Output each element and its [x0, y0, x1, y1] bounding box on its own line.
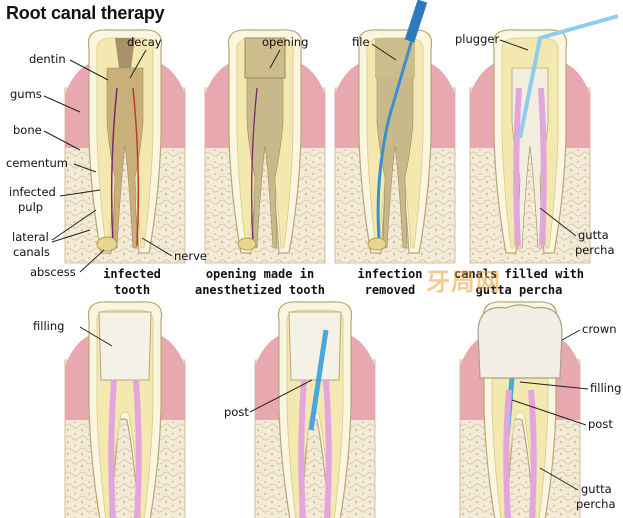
abscess-blob	[96, 236, 118, 252]
opening-cavity	[375, 38, 415, 78]
tooth-gutta	[469, 14, 619, 264]
label-gutta-top: gutta	[578, 228, 609, 242]
label-dentin: dentin	[29, 52, 66, 66]
leader-infected-pulp	[59, 189, 101, 197]
pulp-chamber	[376, 67, 414, 249]
gutta-left	[503, 389, 512, 518]
crown-cap	[477, 304, 563, 379]
pulp-chamber	[246, 67, 284, 249]
gutta-right	[528, 389, 537, 518]
label-gutta-bottom: gutta	[581, 482, 612, 496]
watermark: 牙周网	[426, 268, 501, 296]
leader-nerve	[141, 237, 173, 257]
label-opening: opening	[262, 35, 309, 49]
label-percha-bottom: percha	[576, 497, 616, 511]
opening-cavity	[244, 37, 286, 79]
gutta-right	[538, 87, 547, 247]
gum-right	[562, 62, 590, 148]
label-post-right: post	[588, 417, 613, 431]
nerve-right	[132, 87, 140, 247]
label-abscess: abscess	[30, 265, 76, 279]
caption-step1-line1: infected	[103, 267, 161, 281]
decay-spot	[115, 38, 135, 68]
leader-post-left	[249, 379, 313, 413]
leader-filling-right	[519, 381, 589, 390]
label-filling-left: filling	[33, 319, 65, 333]
label-decay: decay	[127, 35, 162, 49]
leader-post-right	[511, 399, 587, 426]
post	[308, 329, 329, 431]
filling	[98, 311, 152, 381]
tooth-filling	[64, 301, 186, 518]
gum-right	[427, 62, 455, 148]
abscess-blob	[367, 237, 387, 251]
leader-decay	[129, 49, 147, 79]
leader-lateral-canals-2	[51, 229, 91, 243]
abscess-blob	[237, 237, 257, 251]
nerve-left	[110, 87, 118, 247]
label-cementum: cementum	[6, 156, 68, 170]
caption-step2-line1: opening made in	[205, 267, 315, 281]
file-instrument	[376, 1, 425, 239]
file-handle	[404, 0, 428, 43]
leader-crown	[561, 329, 581, 341]
leader-bone	[43, 130, 81, 151]
gum-left	[205, 62, 233, 148]
gum-right	[347, 334, 375, 420]
tooth-crown	[459, 301, 581, 518]
label-infected: infected	[9, 185, 56, 199]
plugger-instrument	[518, 14, 619, 139]
gutta-right	[323, 379, 332, 518]
leader-cementum	[73, 163, 97, 173]
nerve	[251, 87, 258, 247]
tooth-file	[334, 0, 456, 264]
caption-step4-line1: canals filled with	[453, 267, 585, 281]
gum-right	[297, 62, 325, 148]
leader-lateral-canals	[51, 209, 97, 241]
leader-abscess	[79, 249, 105, 273]
leader-gums	[43, 95, 81, 113]
gum-left	[335, 62, 363, 148]
caption-step1-line2: tooth	[113, 283, 151, 297]
label-post-left: post	[224, 405, 249, 419]
gum-left	[65, 62, 93, 148]
caption-step2-line2: anesthetized tooth	[194, 283, 326, 297]
label-gums: gums	[10, 87, 42, 101]
gutta-right	[133, 379, 142, 518]
caption-step3-line2: removed	[364, 283, 416, 297]
label-bone: bone	[13, 123, 42, 137]
tooth-infected	[64, 29, 186, 264]
label-nerve: nerve	[174, 249, 207, 263]
caption-step4-line2: gutta percha	[475, 283, 563, 297]
caption-step3-line1: infection	[357, 267, 423, 281]
tooth-opening	[204, 29, 326, 264]
label-lateral: lateral	[12, 230, 49, 244]
leader-filling-left	[79, 326, 113, 347]
gutta-left	[513, 87, 522, 247]
gum-right	[157, 62, 185, 148]
gutta-left	[108, 379, 117, 518]
label-percha-top: percha	[575, 243, 615, 257]
gum-left	[470, 62, 498, 148]
leader-opening	[269, 49, 281, 69]
label-filling-right: filling	[590, 381, 622, 395]
label-file: file	[352, 35, 370, 49]
gutta-left	[298, 379, 307, 518]
label-canals: canals	[13, 245, 50, 259]
filling	[288, 311, 342, 381]
gum-right	[157, 334, 185, 420]
label-plugger: plugger	[455, 32, 500, 46]
leader-dentin	[69, 59, 109, 81]
label-pulp: pulp	[18, 200, 44, 214]
tooth-post	[254, 301, 376, 518]
label-crown: crown	[582, 322, 617, 336]
leader-plugger	[499, 39, 529, 51]
gum-left	[65, 334, 93, 420]
leader-gutta-top	[539, 207, 577, 237]
page-title: Root canal therapy	[6, 3, 165, 23]
leader-file	[371, 43, 397, 61]
leader-gutta-bottom	[539, 467, 579, 491]
